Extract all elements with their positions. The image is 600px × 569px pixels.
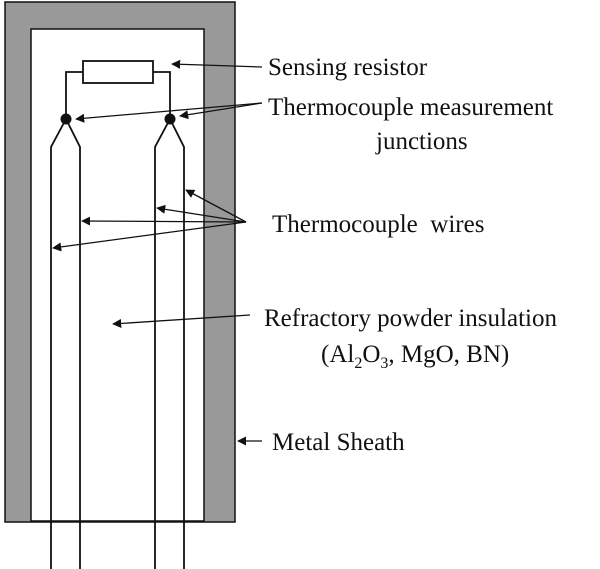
- label-tc-junctions-line2: junctions: [375, 128, 468, 155]
- arrow-insulation: [112, 314, 251, 329]
- label-tc-junctions-line1: Thermocouple measurement: [268, 94, 553, 121]
- tc-wire-right-inner: [154, 118, 171, 569]
- label-sensing-resistor: Sensing resistor: [268, 54, 428, 81]
- arrow-junction-left: [75, 102, 263, 123]
- resistor-lead-right: [153, 71, 171, 119]
- insulation-sub1: 2: [354, 355, 362, 372]
- insulation-prefix: (Al: [321, 341, 354, 368]
- label-tc-wires: Thermocouple wires: [272, 211, 484, 238]
- arrow-sensing-resistor: [171, 59, 263, 69]
- arrow-wire-left-outer: [52, 221, 247, 252]
- arrow-wire-right-inner: [156, 204, 247, 223]
- label-insulation-line2: (Al2O3, MgO, BN): [321, 341, 509, 372]
- resistor-lead-left: [65, 71, 83, 119]
- arrow-junction-right: [179, 102, 263, 120]
- insulation-mid1: O: [362, 341, 380, 368]
- tc-wire-left-outer: [50, 118, 67, 569]
- tc-wire-right-outer: [169, 118, 185, 569]
- insulation-region: [30, 28, 205, 522]
- arrow-wire-left-inner: [81, 216, 247, 226]
- label-insulation-line1: Refractory powder insulation: [264, 305, 557, 332]
- sensing-resistor: [82, 60, 154, 84]
- insulation-suffix: , MgO, BN): [388, 341, 509, 368]
- label-metal-sheath: Metal Sheath: [272, 429, 405, 456]
- arrow-wire-right-outer: [185, 189, 247, 223]
- insulation-sub2: 3: [380, 355, 388, 372]
- tc-wire-left-inner: [65, 118, 81, 569]
